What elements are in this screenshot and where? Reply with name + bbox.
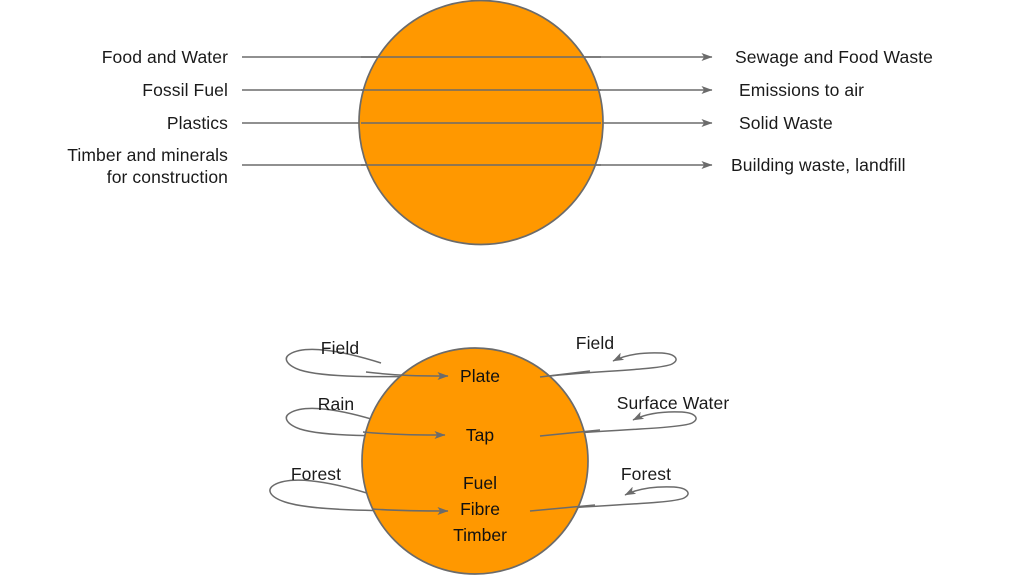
top-input-label-plastics: Plastics <box>166 113 228 133</box>
bottom-outflow-stub-field <box>539 370 591 378</box>
bottom-output-label-forest: Forest <box>620 464 672 484</box>
bottom-core-label-timber: Timber <box>453 525 507 545</box>
bottom-diagram-group <box>269 347 697 575</box>
top-output-label-emissions-to-air: Emissions to air <box>739 80 865 100</box>
bottom-core-label-fibre: Fibre <box>460 499 500 519</box>
bottom-inflow-inner <box>362 371 449 515</box>
bottom-inflow-arrow-forest <box>269 479 456 515</box>
bottom-output-label-surface-water: Surface Water <box>616 393 730 413</box>
bottom-outflow-arrow-field <box>539 352 677 378</box>
bottom-outflow-arrows <box>529 352 697 512</box>
top-input-label-food-and-water: Food and Water <box>101 47 228 67</box>
top-input-label-timber-and-minerals: Timber and minerals for construction <box>67 145 228 188</box>
bottom-outflow-stub-forest <box>529 504 596 512</box>
bottom-input-label-field: Field <box>320 338 360 358</box>
bottom-inflow-arrow-field <box>285 348 456 381</box>
bottom-inflow-inner-field <box>365 371 449 380</box>
bottom-outflow-inner <box>529 370 601 512</box>
top-output-label-building-waste-landfill: Building waste, landfill <box>731 155 906 175</box>
bottom-outflow-arrow-surface-water <box>539 411 697 437</box>
top-input-label-fossil-fuel: Fossil Fuel <box>142 80 228 100</box>
bottom-outflow-arrow-forest <box>529 486 689 512</box>
bottom-input-label-rain: Rain <box>317 394 355 414</box>
bottom-city-circle <box>361 347 589 575</box>
bottom-output-label-field: Field <box>575 333 615 353</box>
top-output-label-sewage-and-food-waste: Sewage and Food Waste <box>735 47 933 67</box>
bottom-input-label-forest: Forest <box>290 464 342 484</box>
bottom-outflow-stub-surface-water <box>539 429 601 437</box>
bottom-inflow-inner-forest <box>371 506 449 515</box>
bottom-core-label-plate: Plate <box>460 366 500 386</box>
bottom-core-label-fuel: Fuel <box>462 473 498 493</box>
top-flow-lines-overlay <box>361 56 601 166</box>
top-diagram-group <box>242 0 713 246</box>
bottom-core-label-tap: Tap <box>465 425 495 445</box>
top-output-label-solid-waste: Solid Waste <box>739 113 833 133</box>
bottom-inflow-inner-rain <box>362 430 446 439</box>
